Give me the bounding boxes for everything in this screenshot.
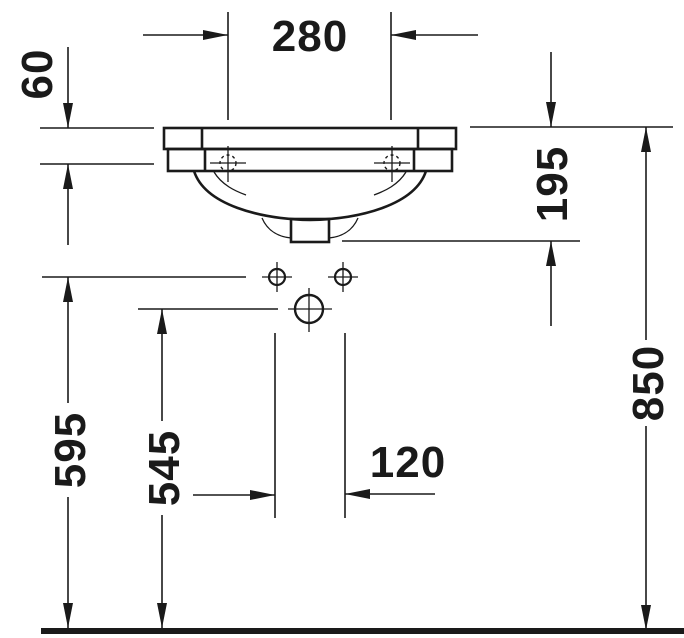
tap-hole-right-icon [374, 146, 410, 182]
basin-body [162, 126, 458, 244]
bowl-outline [192, 170, 428, 222]
tap-hole-left-icon [210, 146, 246, 182]
dimension-545: 545 [140, 309, 189, 628]
dimension-850: 850 [624, 127, 673, 630]
basin-rim-band [166, 147, 454, 173]
dimension-280: 280 [143, 12, 478, 120]
basin-top-rim [162, 126, 458, 151]
floor-line [41, 628, 684, 634]
dimension-120: 120 [193, 333, 446, 518]
dimension-label-280: 280 [272, 12, 348, 61]
dimension-label-850: 850 [624, 345, 673, 421]
dimension-label-60: 60 [13, 49, 62, 100]
dimension-595: 595 [46, 277, 95, 628]
supply-left-icon [262, 262, 292, 292]
dimension-60: 60 [13, 47, 154, 245]
dimension-label-545: 545 [140, 430, 189, 506]
dimension-label-195: 195 [528, 146, 577, 222]
dimension-label-120: 120 [370, 438, 446, 487]
waste-outlet-icon [288, 288, 332, 332]
supply-right-icon [328, 262, 358, 292]
dimension-label-595: 595 [46, 412, 95, 488]
waste-outlet [289, 217, 331, 244]
dimension-195: 195 [528, 52, 577, 326]
